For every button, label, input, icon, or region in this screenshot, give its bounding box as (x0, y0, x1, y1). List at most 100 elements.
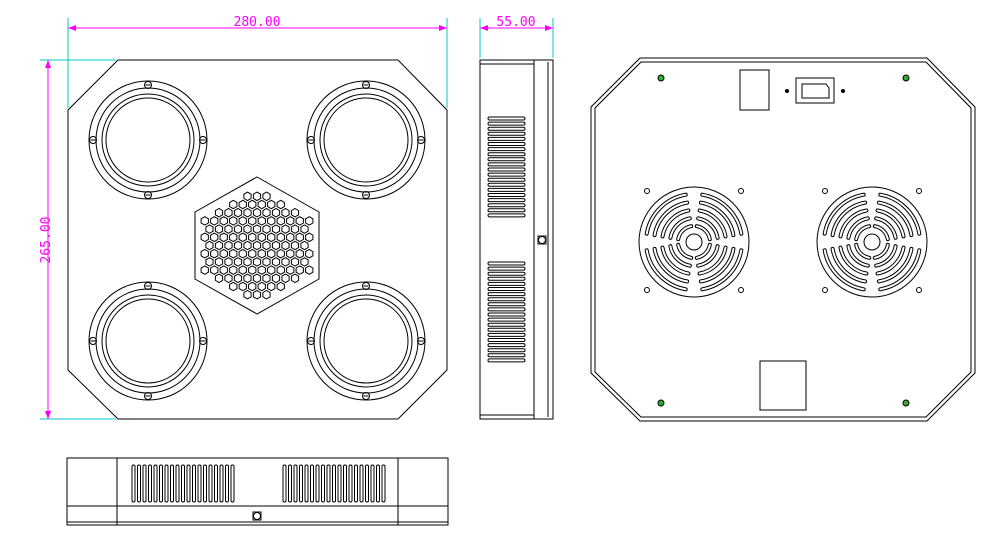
grille-hole (252, 207, 262, 218)
grille-hole (305, 265, 314, 275)
grille-hole (257, 216, 266, 226)
grille-hole (257, 265, 266, 275)
vent-slot (348, 464, 353, 503)
vent-slot (487, 307, 526, 312)
screw-icon (307, 337, 315, 345)
vent-slot (299, 464, 303, 503)
grille-hole (276, 265, 285, 275)
vent-slot (487, 116, 526, 121)
grille-hole (262, 273, 271, 284)
fan-screw-icon (644, 287, 650, 293)
screw-icon (362, 81, 370, 89)
vent-slot (326, 464, 331, 503)
grille-hole (286, 232, 295, 243)
vent-slot (487, 322, 526, 327)
vent-slot (487, 353, 526, 358)
side-face-plate (533, 59, 554, 420)
vent-slot (487, 261, 526, 266)
back-view (590, 57, 976, 422)
grille-hole (276, 281, 285, 292)
grille-hole (233, 207, 243, 218)
grille-hole (243, 224, 252, 234)
grille-hole (290, 207, 300, 218)
grille-hole (295, 248, 304, 259)
vent-slot (332, 464, 336, 503)
grille-hole (233, 257, 243, 267)
vent-slot (487, 348, 526, 353)
grille-hole (214, 240, 224, 251)
grille-hole (219, 248, 228, 259)
vent-slot (487, 198, 526, 203)
bottom-view (66, 457, 449, 526)
grille-hole (214, 224, 224, 234)
grille-hole (238, 199, 247, 210)
vent-slot (175, 464, 180, 503)
grille-hole (300, 240, 309, 251)
front-outline (67, 59, 448, 420)
grille-hole (229, 265, 238, 275)
fan-screw-icon (822, 188, 828, 194)
grille-hole (252, 224, 262, 234)
vent-slot (219, 464, 224, 503)
vent-slot (487, 302, 526, 307)
grille-hole (295, 265, 304, 275)
bottom-knob-icon (253, 512, 261, 520)
grille-hole (300, 257, 309, 267)
vent-slot (487, 213, 526, 218)
fan-icon (638, 186, 750, 298)
grille-hole (290, 273, 300, 284)
grille-hole (257, 248, 266, 259)
vent-slot (487, 358, 526, 363)
grille-hole (238, 265, 247, 275)
vent-slot (487, 281, 526, 286)
mount-point-icon (657, 74, 665, 82)
screw-icon (199, 136, 207, 144)
vent-slot (487, 343, 526, 348)
side-view (479, 59, 554, 420)
grille-hole (248, 199, 257, 210)
vent-slot (304, 464, 309, 503)
height-dimension-label: 265.00 (39, 217, 54, 264)
side-body (479, 59, 535, 420)
grille-hole (248, 248, 257, 259)
side-vent-slots-upper (487, 116, 526, 218)
grille-hole (233, 224, 243, 234)
grille-hole (214, 257, 224, 267)
grille-hole (238, 248, 247, 259)
grille-hole (210, 265, 219, 275)
grille-hole (276, 248, 285, 259)
grille-hole (267, 216, 276, 226)
grille-hole (233, 273, 243, 284)
grille-hole (267, 248, 276, 259)
lens-icon (88, 281, 208, 401)
vent-slot (170, 464, 174, 503)
grille-hole (205, 224, 214, 234)
vent-slot (181, 464, 185, 503)
grille-hole (286, 248, 295, 259)
vent-slot (487, 147, 526, 152)
screw-icon (89, 136, 97, 144)
grille-hole (305, 248, 314, 259)
screw-icon (417, 136, 425, 144)
side-vent-slots-lower (487, 261, 526, 363)
vent-slot (153, 464, 158, 503)
vent-slot (487, 332, 526, 337)
screw-icon (144, 191, 152, 199)
fan-screw-icon (916, 188, 922, 194)
grille-hole (267, 265, 276, 275)
grille-hole (224, 207, 233, 218)
grille-hole (205, 257, 214, 267)
grille-hole (281, 273, 290, 284)
grille-hole (243, 273, 252, 284)
fan-icon (816, 186, 928, 298)
power-socket-icon (795, 77, 835, 104)
grille-hole (276, 216, 285, 226)
vent-slot (321, 464, 325, 503)
vent-slot (487, 203, 526, 208)
grille-hole (229, 232, 238, 243)
vent-slot (359, 464, 364, 503)
grille-hole (257, 199, 266, 210)
vent-slot (487, 276, 526, 281)
screw-icon (89, 337, 97, 345)
bottom-body (66, 457, 449, 507)
